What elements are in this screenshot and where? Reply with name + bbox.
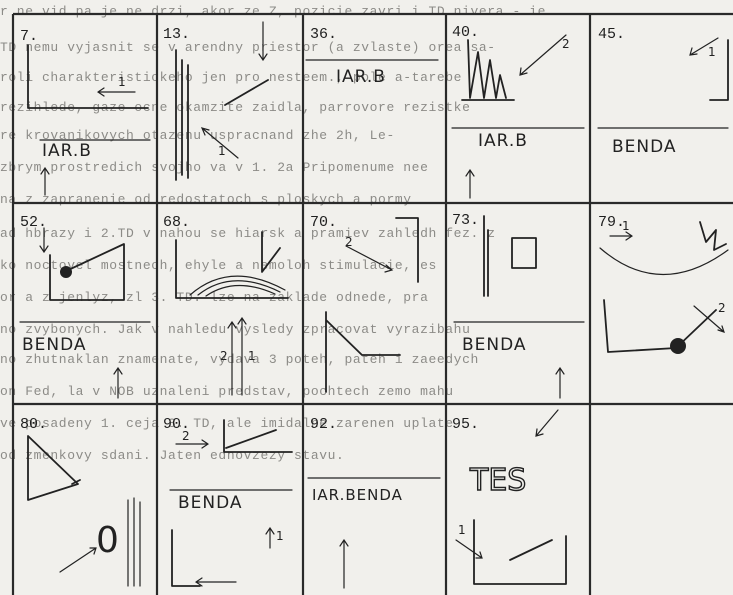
cell-95: 95. TES 1 <box>452 410 566 584</box>
arrow-label: 2 <box>220 349 228 363</box>
arrow-pair <box>228 318 246 395</box>
arrow-label: 1 <box>708 45 716 59</box>
cell-79: 79. 1 2 <box>598 214 728 354</box>
cell-number: 92. <box>310 416 337 433</box>
dot <box>670 338 686 354</box>
cell-number: 52. <box>20 214 47 231</box>
arrow <box>60 548 96 572</box>
arrow <box>41 168 49 195</box>
arrow <box>610 232 632 240</box>
arrow-label: 2 <box>182 429 190 443</box>
cell-92: 92. IAR.BENDA <box>308 416 440 588</box>
diagonal-line <box>510 540 552 560</box>
cell-90: 90. 2 BENDA 1 <box>163 416 292 586</box>
cell-number: 13. <box>163 26 190 43</box>
arrow <box>114 368 122 398</box>
caption: BENDA <box>462 335 527 355</box>
vertical-lines <box>128 498 140 586</box>
cell-68: 68. 2 1 <box>163 214 288 395</box>
vertical-lines <box>484 216 488 296</box>
quad-shape <box>604 300 716 352</box>
wedge-shape <box>28 436 78 500</box>
rectangle <box>512 238 536 268</box>
cell-13: 13. 1 <box>163 22 268 180</box>
zero-mark: 0 <box>96 520 120 561</box>
cell-7: 7. 1 IAR.B <box>20 28 150 195</box>
bracket-shape <box>224 420 292 452</box>
cell-number: 36. <box>310 26 337 43</box>
arrow-label: 1 <box>622 219 630 233</box>
caption: IAR.B <box>478 131 528 151</box>
v-shape <box>262 232 280 272</box>
arrow <box>536 410 558 436</box>
arrow-label: 1 <box>218 144 226 158</box>
arrow-label: 1 <box>118 75 126 89</box>
arrow <box>176 440 208 448</box>
curve <box>600 248 728 275</box>
cell-number: 40. <box>452 24 479 41</box>
cell-number: 95. <box>452 416 479 433</box>
cell-36: 36. IAR.B <box>306 26 438 87</box>
cell-52: 52. BENDA <box>20 214 150 398</box>
arrow <box>98 88 135 96</box>
arrow-label: 2 <box>562 37 570 51</box>
corner-line <box>176 240 288 298</box>
cell-73: 73. BENDA <box>452 212 584 398</box>
grid-lines <box>13 14 733 595</box>
cell-number: 7. <box>20 28 38 45</box>
arrow-label: 1 <box>276 529 284 543</box>
cell-number: 80. <box>20 416 47 433</box>
corner-line <box>172 530 200 586</box>
zigzag-line <box>468 40 506 98</box>
arrow <box>259 22 267 60</box>
arrow-label: 2 <box>718 301 726 315</box>
cell-number: 79. <box>598 214 625 231</box>
cell-number: 73. <box>452 212 479 229</box>
arrow-label: 1 <box>458 523 466 537</box>
cell-40: 40. 2 IAR.B <box>452 24 584 198</box>
arrow <box>456 540 482 558</box>
corner-line <box>396 218 418 282</box>
cell-45: 45. 1 BENDA <box>598 26 728 157</box>
cell-70: 70. 2 <box>310 214 418 392</box>
arrow <box>40 228 48 252</box>
dot <box>60 266 72 278</box>
arrow <box>466 170 474 198</box>
caption: IAR.B <box>336 67 386 87</box>
caption: IAR.BENDA <box>312 486 403 504</box>
cell-80: 80. 0 <box>20 416 140 586</box>
caption: BENDA <box>612 137 677 157</box>
caption: BENDA <box>178 493 243 513</box>
arrow <box>346 246 392 272</box>
arrow <box>196 578 236 586</box>
caption: TES <box>469 463 526 498</box>
corner-line <box>474 520 566 584</box>
cell-number: 68. <box>163 214 190 231</box>
caption: IAR.B <box>42 141 92 161</box>
arrow-label: 1 <box>248 349 256 363</box>
wedge-shape <box>326 312 400 392</box>
vertical-lines <box>176 50 188 180</box>
arrow <box>340 540 348 588</box>
cell-number: 45. <box>598 26 625 43</box>
caption: BENDA <box>22 335 87 355</box>
arrow-label: 2 <box>345 235 353 249</box>
arrow <box>520 35 566 75</box>
curve-lines <box>190 276 285 296</box>
arrow <box>266 528 274 548</box>
arrow <box>556 368 564 398</box>
corner-line <box>28 45 148 108</box>
jagged-line <box>700 222 726 250</box>
cell-number: 70. <box>310 214 337 231</box>
diagonal-line <box>225 80 268 105</box>
